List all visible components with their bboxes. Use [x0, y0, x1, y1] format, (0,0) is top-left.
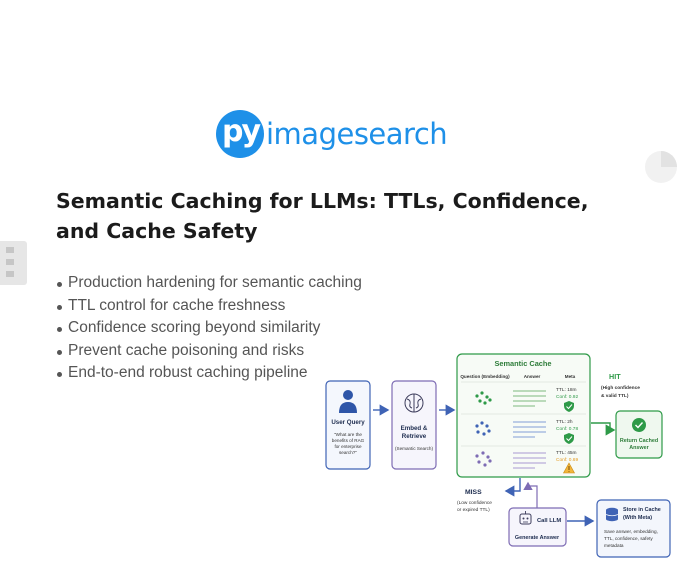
- feature-item: Production hardening for semantic cachin…: [56, 272, 362, 295]
- hit-label: HIT: [609, 372, 621, 381]
- user-query-text: search?": [339, 450, 357, 455]
- user-query-text: for enterprise: [334, 444, 362, 449]
- feature-list: Production hardening for semantic cachin…: [56, 272, 362, 385]
- cache-row: TTL: 2h Conf: 0.78: [475, 419, 578, 444]
- miss-arrow: [504, 478, 521, 497]
- cache-row: TTL: 18m Conf: 0.92: [475, 387, 578, 412]
- logo-wordmark: imagesearch: [266, 117, 448, 151]
- tab-mark: [6, 271, 14, 277]
- miss-label: MISS: [465, 489, 482, 496]
- feature-item: Confidence scoring beyond similarity: [56, 317, 362, 340]
- pie-chart-icon: [645, 151, 677, 183]
- call-llm-box: Call LLM Generate Answer: [508, 507, 567, 547]
- embedding-dots-icon: [475, 421, 491, 436]
- store-cache-desc: metadata: [604, 543, 624, 548]
- pyimagesearch-logo[interactable]: py imagesearch: [216, 110, 448, 160]
- user-icon: [339, 390, 357, 413]
- embed-retrieve-box: Embed & Retrieve (Semantic Search): [391, 380, 437, 470]
- ttl-value: TTL: 2h: [556, 419, 573, 425]
- store-cache-desc: Save answer, embedding,: [604, 529, 658, 534]
- store-cache-desc: TTL, confidence, safety: [604, 536, 653, 541]
- answer-lines-icon: [513, 452, 546, 469]
- embedding-dots-icon: [475, 451, 492, 467]
- shield-check-icon: [564, 433, 574, 444]
- confidence-value: Conf: 0.69: [556, 457, 578, 463]
- return-cached-label: Return Cached: [620, 438, 658, 444]
- database-icon: [605, 507, 619, 522]
- check-circle-icon: [632, 418, 646, 432]
- embedding-dots-icon: [475, 391, 492, 405]
- tab-mark: [6, 259, 14, 265]
- semantic-cache-panel: Semantic Cache Question (Embedding) Answ…: [456, 353, 591, 478]
- user-query-box: User Query "What are the benefits of RAG…: [325, 380, 371, 470]
- side-slide-tab[interactable]: [0, 241, 27, 285]
- confidence-value: Conf: 0.92: [556, 394, 578, 400]
- page-title: Semantic Caching for LLMs: TTLs, Confide…: [56, 189, 589, 243]
- hit-arrow: [591, 422, 616, 436]
- warning-icon: [562, 462, 576, 474]
- retrieve-label: Retrieve: [402, 433, 427, 440]
- shield-check-icon: [564, 401, 574, 412]
- hit-condition: (High confidence: [601, 385, 640, 391]
- column-header-answer: Answer: [524, 374, 541, 379]
- column-header-question: Question (Embedding): [460, 374, 510, 379]
- brain-icon: [404, 393, 424, 413]
- logo-badge: [216, 110, 264, 158]
- feature-item: End-to-end robust caching pipeline: [56, 362, 362, 385]
- answer-lines-icon: [513, 421, 546, 438]
- ttl-value: TTL: 45m: [556, 450, 577, 456]
- user-query-text: "What are the: [334, 432, 362, 437]
- store-cache-box: Store in Cache (With Meta) Save answer, …: [596, 499, 671, 558]
- robot-icon: [519, 511, 532, 525]
- semantic-search-label: (Semantic Search): [395, 446, 434, 451]
- hit-label-group: HIT (High confidence & valid TTL): [601, 372, 640, 399]
- store-cache-sublabel: (With Meta): [623, 515, 652, 521]
- hit-condition: & valid TTL): [601, 393, 629, 399]
- feature-item: Prevent cache poisoning and risks: [56, 340, 362, 363]
- column-header-meta: Meta: [565, 374, 576, 379]
- miss-condition: (Low confidence: [457, 500, 492, 506]
- miss-label-group: MISS (Low confidence or expired TTL): [457, 489, 492, 513]
- store-cache-label: Store in Cache: [623, 507, 661, 513]
- logo-prefix: py: [222, 114, 261, 149]
- generate-answer-label: Generate Answer: [515, 535, 560, 541]
- semantic-cache-diagram: User Query "What are the benefits of RAG…: [325, 353, 671, 558]
- tab-mark: [6, 247, 14, 253]
- return-cached-label: Answer: [629, 445, 649, 451]
- user-query-label: User Query: [331, 419, 365, 426]
- confidence-value: Conf: 0.78: [556, 426, 578, 432]
- ttl-value: TTL: 18m: [556, 387, 577, 393]
- return-cached-box: Return Cached Answer: [615, 410, 663, 459]
- user-query-text: benefits of RAG: [332, 438, 365, 443]
- cache-row: TTL: 45m Conf: 0.69: [475, 450, 578, 474]
- embed-label: Embed &: [401, 425, 428, 432]
- semantic-cache-title: Semantic Cache: [494, 359, 551, 368]
- llm-to-cache-arrow: [523, 481, 538, 508]
- answer-lines-icon: [513, 390, 546, 407]
- call-llm-label: Call LLM: [537, 518, 561, 524]
- miss-condition: or expired TTL): [457, 507, 490, 513]
- feature-item: TTL control for cache freshness: [56, 295, 362, 318]
